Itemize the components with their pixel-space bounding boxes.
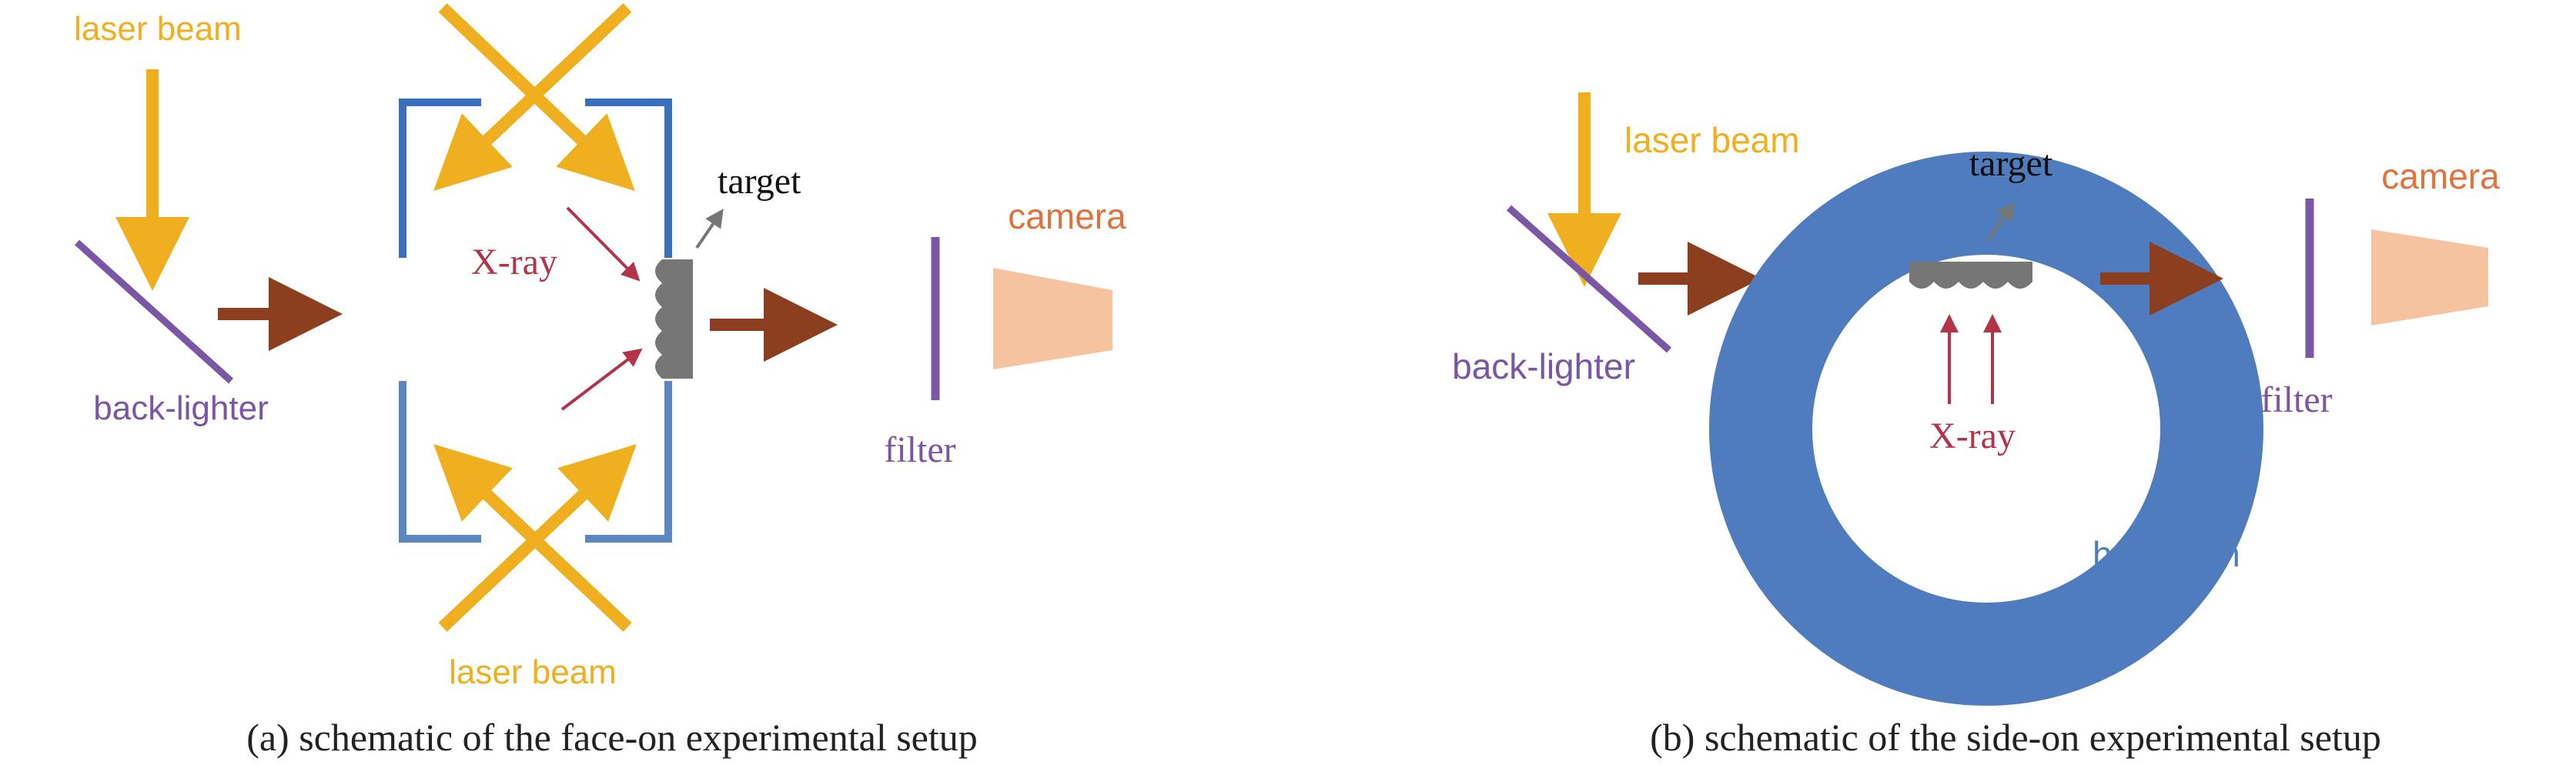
panel-b-caption: (b) schematic of the side-on experimenta… xyxy=(1650,716,2381,759)
laser-beam-arrow xyxy=(433,444,632,632)
panel-a-target-icon xyxy=(655,259,693,379)
panel-a-target-label: target xyxy=(718,161,801,202)
hohlraum-wall-bottom-left xyxy=(399,381,481,543)
target-body xyxy=(1909,262,2032,282)
panel-a-camera-label: camera xyxy=(1008,196,1126,236)
panel-a-backlighter xyxy=(74,239,234,384)
panel-b-backlighter xyxy=(1507,205,1671,353)
panel-a-xray-arrow-lower xyxy=(560,348,643,411)
panel-a-camera-icon xyxy=(993,268,1112,369)
panel-b-target-pointer-arrow xyxy=(1986,202,2015,242)
hohlraum-wall-top-left xyxy=(399,99,481,258)
panel-a-hohlraum xyxy=(399,99,672,543)
laser-beam-arrow xyxy=(438,3,635,192)
panel-b-xray-label: X-ray xyxy=(1929,416,2016,456)
panel-b-backlighter-label: back-lighter xyxy=(1452,346,1635,386)
panel-b-laser-label: laser beam xyxy=(1624,120,1800,160)
panel-b-hohlraum xyxy=(1709,152,2263,706)
panel-b-target-icon xyxy=(1909,262,2032,289)
panel-b-camera-label: camera xyxy=(2381,156,2500,196)
panel-b: laser beam back-lighter hohlraum target … xyxy=(1452,92,2500,759)
laser-beam-arrow xyxy=(438,444,637,632)
panel-a: laser beam back-lighter laser beam X-ray xyxy=(74,3,1126,759)
panel-a-xray-label: X-ray xyxy=(471,242,557,282)
panel-b-hohlraum-label: hohlraum xyxy=(2093,534,2240,574)
target-body xyxy=(662,259,693,379)
target-ripples xyxy=(655,259,662,379)
hohlraum-wall-bottom-right xyxy=(585,381,672,543)
panel-b-camera-icon xyxy=(2371,229,2488,326)
panel-a-laser-cross-top xyxy=(433,3,635,192)
hohlraum-wall-top-right xyxy=(585,99,672,258)
panel-b-filter-label: filter xyxy=(2260,379,2332,420)
panel-a-target-pointer-arrow xyxy=(695,209,724,249)
panel-a-laser-cross-bottom xyxy=(433,444,637,632)
laser-beam-arrow xyxy=(433,3,632,191)
panel-a-filter-label: filter xyxy=(884,429,955,470)
panel-b-target-label: target xyxy=(1969,143,2053,184)
target-ripples xyxy=(1909,282,2032,289)
panel-a-laser-label-top: laser beam xyxy=(74,10,242,48)
panel-a-backlighter-label: back-lighter xyxy=(93,389,268,427)
panel-a-caption: (a) schematic of the face-on experimenta… xyxy=(246,716,978,759)
panel-a-laser-label-bottom: laser beam xyxy=(449,653,617,691)
panel-a-xray-arrow-upper xyxy=(566,206,641,282)
